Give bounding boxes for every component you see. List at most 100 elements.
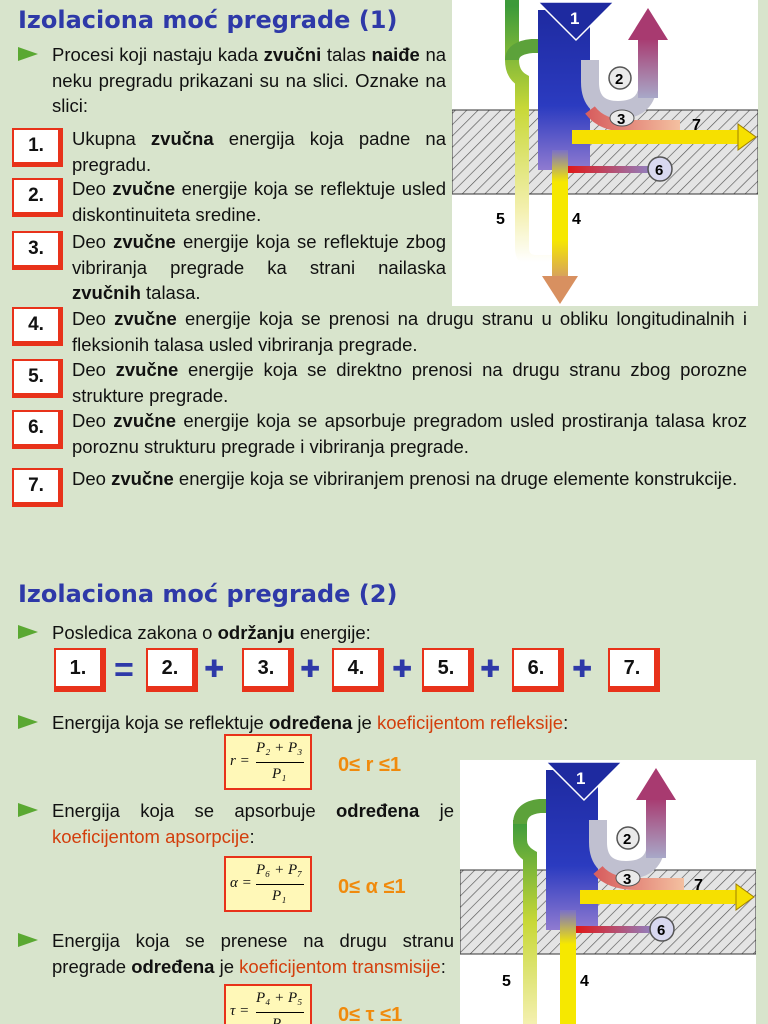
absorption-text: Energija koja se apsorbuje određena je k… bbox=[52, 800, 454, 847]
conservation-bullet: Posledica zakona o održanju energije: bbox=[18, 620, 718, 646]
slide-2-title: Izolaciona moć pregrade (2) bbox=[18, 580, 398, 608]
item-number-7: 7. bbox=[12, 468, 63, 507]
item-number-1: 1. bbox=[12, 128, 63, 167]
diagram-label-3: 3 bbox=[623, 871, 631, 888]
item-text-6: Deo zvučne energije koja se apsorbuje pr… bbox=[72, 410, 747, 457]
plus-icon: ✚ bbox=[480, 656, 501, 683]
eq-term-3: 3. bbox=[242, 648, 294, 692]
eq-term-7: 7. bbox=[608, 648, 660, 692]
transmitted-column-4 bbox=[552, 150, 568, 278]
item-number-3: 3. bbox=[12, 231, 63, 270]
item-text-7: Deo zvučne energije koja se vibriranjem … bbox=[72, 468, 738, 489]
reflected-arrow-head bbox=[636, 768, 676, 800]
diagram-label-6: 6 bbox=[655, 162, 663, 179]
diagram-label-4: 4 bbox=[572, 211, 581, 228]
transmission-bullet: Energija koja se prenese na drugu stranu… bbox=[18, 928, 454, 979]
equals-sign: = bbox=[114, 651, 134, 689]
item-text-2: Deo zvučne energije koja se reflektuje u… bbox=[72, 178, 447, 225]
formula-lhs: r = bbox=[230, 753, 250, 769]
formula-denominator: P₁ bbox=[272, 1016, 287, 1024]
path-5-top bbox=[505, 39, 548, 61]
path-7-arrow-head bbox=[737, 123, 757, 151]
intro-text: Procesi koji nastaju kada zvučni talas n… bbox=[52, 44, 447, 116]
transmission-range: 0≤ τ ≤1 bbox=[338, 1004, 403, 1024]
item-text-1: Ukupna zvučna energija koja padne na pre… bbox=[72, 128, 446, 175]
eq-term-4: 4. bbox=[332, 648, 384, 692]
plus-icon: ✚ bbox=[204, 656, 225, 683]
reflection-range: 0≤ r ≤1 bbox=[338, 754, 402, 776]
item-text-5: Deo zvučne energije koja se direktno pre… bbox=[72, 359, 748, 406]
diagram-label-1: 1 bbox=[570, 9, 579, 28]
path-3 bbox=[585, 106, 680, 132]
slide-1: Izolaciona moć pregrade (1) Procesi koji… bbox=[0, 0, 768, 560]
item-number-6: 6. bbox=[12, 410, 63, 449]
diagram-label-4: 4 bbox=[580, 973, 589, 990]
sound-energy-diagram-1: 1 2 3 7 6 5 4 bbox=[452, 0, 758, 306]
item-text-3: Deo zvučne energije koja se reflektuje z… bbox=[72, 231, 447, 303]
label-3-circle bbox=[615, 869, 641, 887]
label-6-circle bbox=[647, 156, 673, 182]
item-number-4: 4. bbox=[12, 307, 63, 346]
item-text-4: Deo zvučne energije koja se prenosi na d… bbox=[72, 308, 747, 355]
formula-denominator: P₁ bbox=[272, 888, 287, 904]
formula-numerator: P₂ + P₃ bbox=[256, 740, 303, 756]
incident-arrow-head bbox=[536, 1, 616, 42]
plus-icon: ✚ bbox=[392, 656, 413, 683]
diagram-label-5: 5 bbox=[496, 211, 505, 228]
label-2-circle bbox=[608, 66, 632, 90]
slide-2: Izolaciona moć pregrade (2) Posledica za… bbox=[0, 560, 768, 1024]
absorption-formula: α = P₆ + P₇ P₁ bbox=[224, 856, 312, 912]
conservation-text: Posledica zakona o održanju energije: bbox=[52, 622, 371, 643]
path-5-left bbox=[513, 820, 537, 1024]
path-6 bbox=[576, 926, 660, 933]
diagram-label-6: 6 bbox=[657, 922, 665, 939]
incident-arrow-head bbox=[544, 761, 624, 802]
triangle-bullet-icon bbox=[18, 803, 38, 817]
label-6-circle bbox=[649, 916, 675, 942]
formula-numerator: P₄ + P₅ bbox=[256, 990, 303, 1006]
transmission-text: Energija koja se prenese na drugu stranu… bbox=[52, 930, 454, 977]
triangle-bullet-icon bbox=[18, 625, 38, 639]
diagram-label-1: 1 bbox=[576, 769, 585, 788]
reflected-arrow-head bbox=[628, 8, 668, 40]
absorption-range: 0≤ α ≤1 bbox=[338, 876, 406, 898]
formula-lhs: α = bbox=[230, 875, 252, 891]
reflection-formula: r = P₂ + P₃ P₁ bbox=[224, 734, 312, 790]
path-5-top bbox=[513, 799, 556, 825]
plus-icon: ✚ bbox=[572, 656, 593, 683]
label-3-circle bbox=[609, 109, 635, 127]
slide-1-title: Izolaciona moć pregrade (1) bbox=[18, 6, 398, 34]
formula-lhs: τ = bbox=[230, 1003, 250, 1019]
sound-energy-diagram-2: 1 2 3 7 6 5 4 bbox=[460, 760, 756, 1024]
eq-term-2: 2. bbox=[146, 648, 198, 692]
triangle-bullet-icon bbox=[18, 47, 38, 61]
path-7 bbox=[580, 890, 740, 904]
path-7-arrow-head bbox=[735, 883, 755, 911]
reflected-column bbox=[638, 38, 658, 98]
plus-icon: ✚ bbox=[300, 656, 321, 683]
eq-term-5: 5. bbox=[422, 648, 474, 692]
formula-denominator: P₁ bbox=[272, 766, 287, 782]
eq-term-1: 1. bbox=[54, 648, 106, 692]
diagram-label-3: 3 bbox=[617, 111, 625, 128]
path-7 bbox=[572, 130, 742, 144]
transmitted-column-4 bbox=[560, 910, 576, 1024]
triangle-bullet-icon bbox=[18, 715, 38, 729]
transmission-formula: τ = P₄ + P₅ P₁ bbox=[224, 984, 312, 1024]
path-6 bbox=[568, 166, 658, 173]
item-number-5: 5. bbox=[12, 359, 63, 398]
diagram-label-2: 2 bbox=[615, 71, 623, 88]
diagram-label-2: 2 bbox=[623, 831, 631, 848]
transmitted-arrow-head bbox=[542, 276, 578, 304]
diagram-label-7: 7 bbox=[692, 117, 701, 134]
eq-term-6: 6. bbox=[512, 648, 564, 692]
diagram-label-5: 5 bbox=[502, 973, 511, 990]
intro-bullet: Procesi koji nastaju kada zvučni talas n… bbox=[18, 42, 446, 119]
diagram-label-7: 7 bbox=[694, 877, 703, 894]
reflected-column bbox=[646, 798, 666, 858]
reflection-text: Energija koja se reflektuje određena je … bbox=[52, 712, 569, 733]
label-2-circle bbox=[616, 826, 640, 850]
triangle-bullet-icon bbox=[18, 933, 38, 947]
path-5-left bbox=[505, 0, 555, 269]
absorption-bullet: Energija koja se apsorbuje određena je k… bbox=[18, 798, 454, 849]
